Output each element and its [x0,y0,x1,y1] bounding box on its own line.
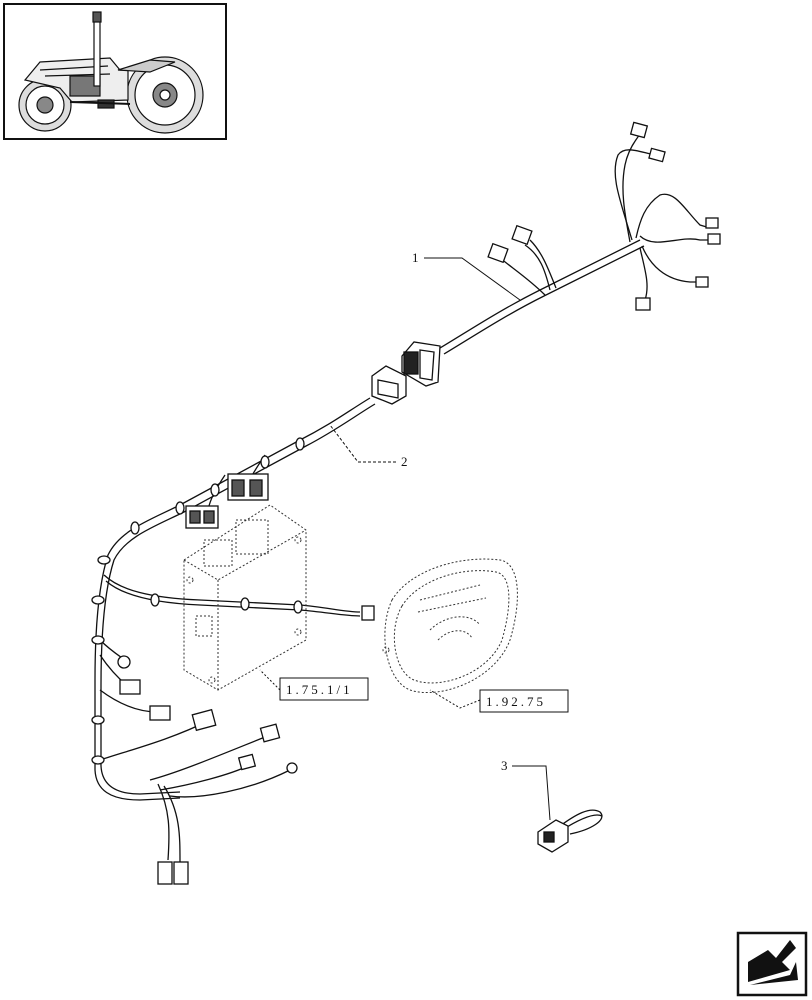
ecu-plug-b [185,505,219,529]
callout-1: 1 [412,250,419,265]
main-harness [371,121,721,405]
tractor-thumbnail [3,3,227,140]
harness-connector-lower [371,365,407,405]
harness-connector-upper [401,341,441,387]
leader-lines [259,257,551,821]
reference-ecu[interactable]: 1.75.1/1 [279,677,369,701]
next-page-arrow-icon[interactable] [736,931,808,997]
jumper-connector [537,809,603,853]
callout-2: 2 [401,454,408,469]
reference-ecu-label: 1.75.1/1 [286,682,353,697]
reference-dashboard-label: 1.92.75 [486,694,546,709]
callout-3: 3 [501,758,508,773]
tractor-icon [18,11,204,134]
instrument-cluster [382,558,518,694]
ecu-plug-a [227,473,269,501]
cab-harness [91,397,376,885]
ecu-module [183,504,307,691]
reference-dashboard[interactable]: 1.92.75 [479,689,569,713]
